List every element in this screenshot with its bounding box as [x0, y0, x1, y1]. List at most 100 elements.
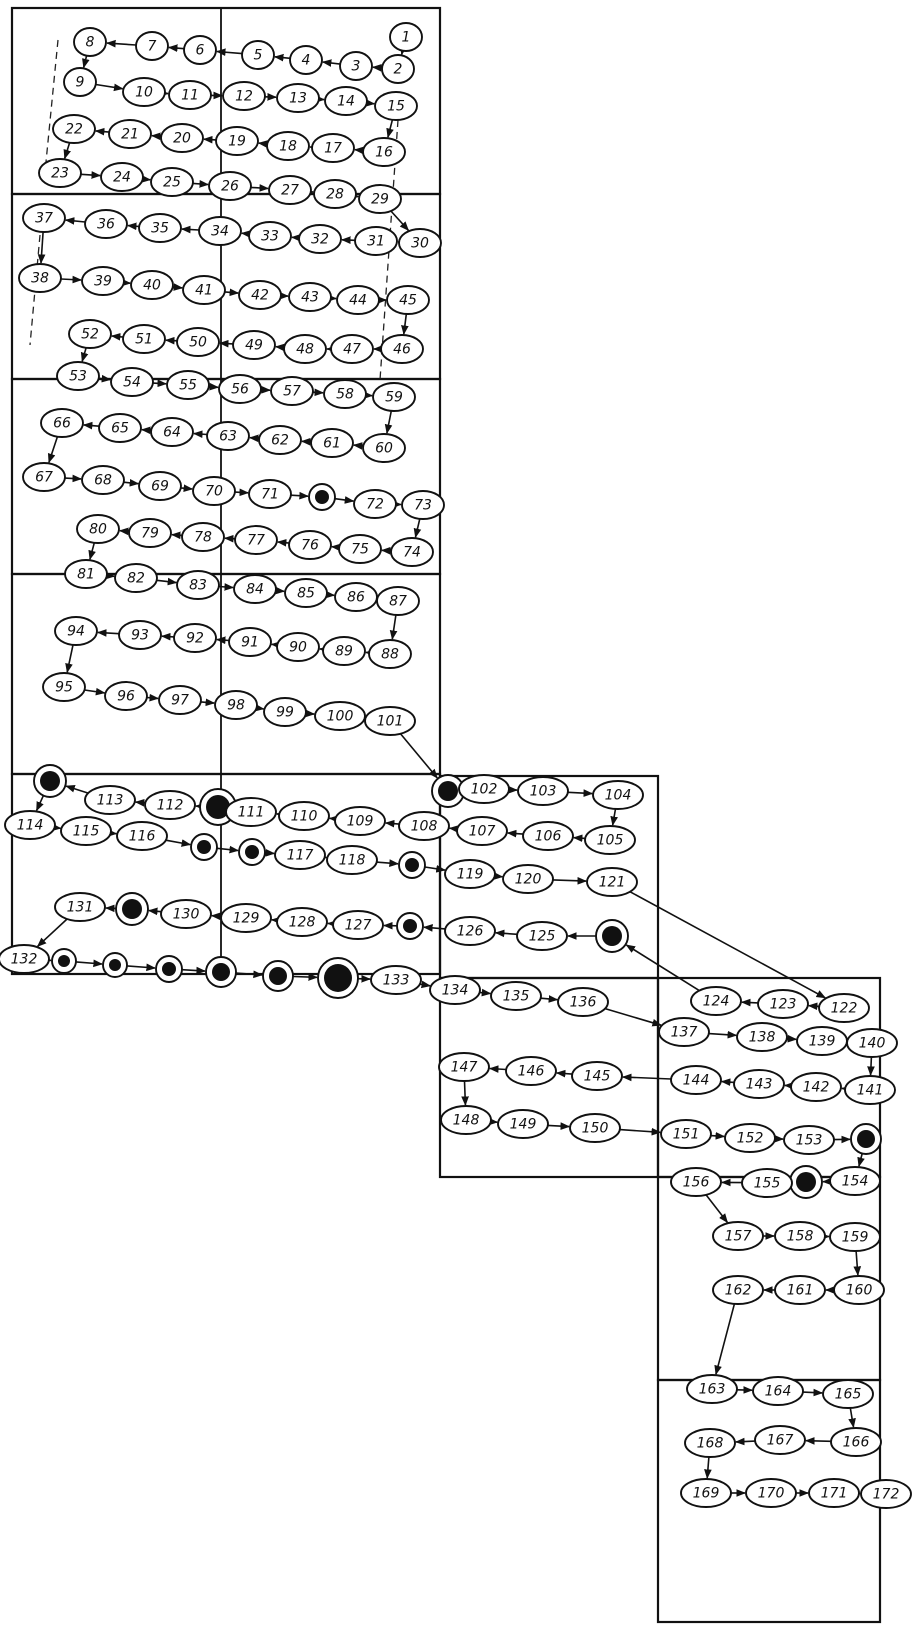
node-161: 161: [774, 1275, 826, 1305]
node-76: 76: [288, 530, 332, 560]
node-label: 122: [831, 1001, 858, 1017]
node-ellipse: [266, 131, 310, 161]
node-165: 165: [822, 1379, 874, 1409]
node-102: 102: [458, 774, 510, 804]
edge-2-3: [371, 64, 383, 72]
node-42: 42: [238, 280, 282, 310]
node-ellipse: [516, 921, 568, 951]
marker-dot: [245, 845, 259, 859]
node-ellipse: [52, 114, 96, 144]
node-label: 31: [367, 234, 385, 250]
edge-91-92: [215, 636, 230, 645]
node-1: 1: [389, 22, 423, 52]
node-ellipse: [670, 1167, 722, 1197]
node-ellipse: [314, 701, 366, 731]
node-38: 38: [18, 263, 62, 293]
node-ellipse: [818, 993, 870, 1023]
node-label: 9: [76, 75, 85, 91]
node-label: 85: [297, 586, 315, 602]
node-ellipse: [98, 413, 142, 443]
node-label: 28: [326, 187, 344, 203]
node-ellipse: [502, 864, 554, 894]
edge-78-79: [170, 531, 183, 540]
node-ellipse: [808, 1478, 860, 1508]
node-64: 64: [150, 417, 194, 447]
node-ellipse: [774, 1275, 826, 1305]
edge-19-20: [202, 135, 217, 144]
node-ellipse: [54, 616, 98, 646]
edge-15-16: [386, 119, 394, 139]
node-label: 71: [261, 487, 279, 503]
node-137: 137: [658, 1017, 710, 1047]
node-ellipse: [173, 623, 217, 653]
node-ellipse: [690, 986, 742, 1016]
node-166: 166: [830, 1427, 882, 1457]
node-ellipse: [128, 518, 172, 548]
node-ellipse: [63, 67, 97, 97]
edge-167-168: [734, 1437, 756, 1446]
node-label: 26: [221, 179, 239, 195]
edge-55-56: [208, 382, 220, 391]
node-label: 171: [821, 1486, 848, 1502]
edge-84-85: [275, 586, 286, 595]
node-ellipse: [218, 374, 262, 404]
edge-164-165: [802, 1388, 824, 1397]
node-ellipse: [64, 559, 108, 589]
edge-95-96: [84, 687, 106, 696]
node-label: 93: [131, 628, 149, 644]
node-ellipse: [150, 167, 194, 197]
node-label: 111: [238, 805, 265, 821]
node-39: 39: [81, 266, 125, 296]
edge-125-126: [494, 929, 518, 938]
node-75: 75: [338, 534, 382, 564]
node-ellipse: [38, 158, 82, 188]
node-140: 140: [846, 1028, 898, 1058]
node-113: 113: [84, 785, 136, 815]
node-ellipse: [846, 1028, 898, 1058]
edge-6-7: [167, 44, 185, 52]
node-label: 59: [385, 390, 403, 406]
edge-145-146: [555, 1069, 573, 1078]
node-23: 23: [38, 158, 82, 188]
dashed-guide: [29, 234, 41, 346]
edge-34-35: [180, 225, 200, 234]
node-label: 134: [442, 983, 469, 999]
node-label: 58: [336, 387, 354, 403]
marker-dot: [324, 964, 352, 992]
node-ellipse: [298, 224, 342, 254]
node-14: 14: [324, 86, 368, 116]
node-ellipse: [456, 816, 508, 846]
node-ellipse: [353, 489, 397, 519]
edge-135-136: [540, 995, 559, 1003]
node-label: 115: [73, 824, 100, 840]
node-ellipse: [278, 801, 330, 831]
node-label: 103: [530, 784, 557, 800]
node-ellipse: [73, 27, 107, 57]
node-label: 10: [135, 85, 153, 101]
node-5: 5: [241, 40, 275, 70]
node-ellipse: [829, 1222, 881, 1252]
node-150: 150: [569, 1113, 621, 1143]
node-18: 18: [266, 131, 310, 161]
node-7: 7: [135, 31, 169, 61]
node-ellipse: [438, 1052, 490, 1082]
node-ellipse: [84, 785, 136, 815]
node-145: 145: [571, 1061, 623, 1091]
node-ellipse: [370, 965, 422, 995]
node-ellipse: [42, 672, 86, 702]
node-162: 162: [712, 1275, 764, 1305]
edge-40-41: [172, 283, 184, 291]
node-ellipse: [122, 77, 166, 107]
edge-63-64: [192, 430, 208, 439]
edge-25-26: [192, 180, 210, 188]
node-139: 139: [796, 1026, 848, 1056]
node-ellipse: [822, 1379, 874, 1409]
edge-36-37: [64, 217, 86, 225]
node-ellipse: [440, 1105, 492, 1135]
node-label: 47: [343, 342, 361, 358]
node-ellipse: [288, 530, 332, 560]
node-ellipse: [222, 81, 266, 111]
node-ellipse: [522, 821, 574, 851]
node-45: 45: [386, 285, 430, 315]
